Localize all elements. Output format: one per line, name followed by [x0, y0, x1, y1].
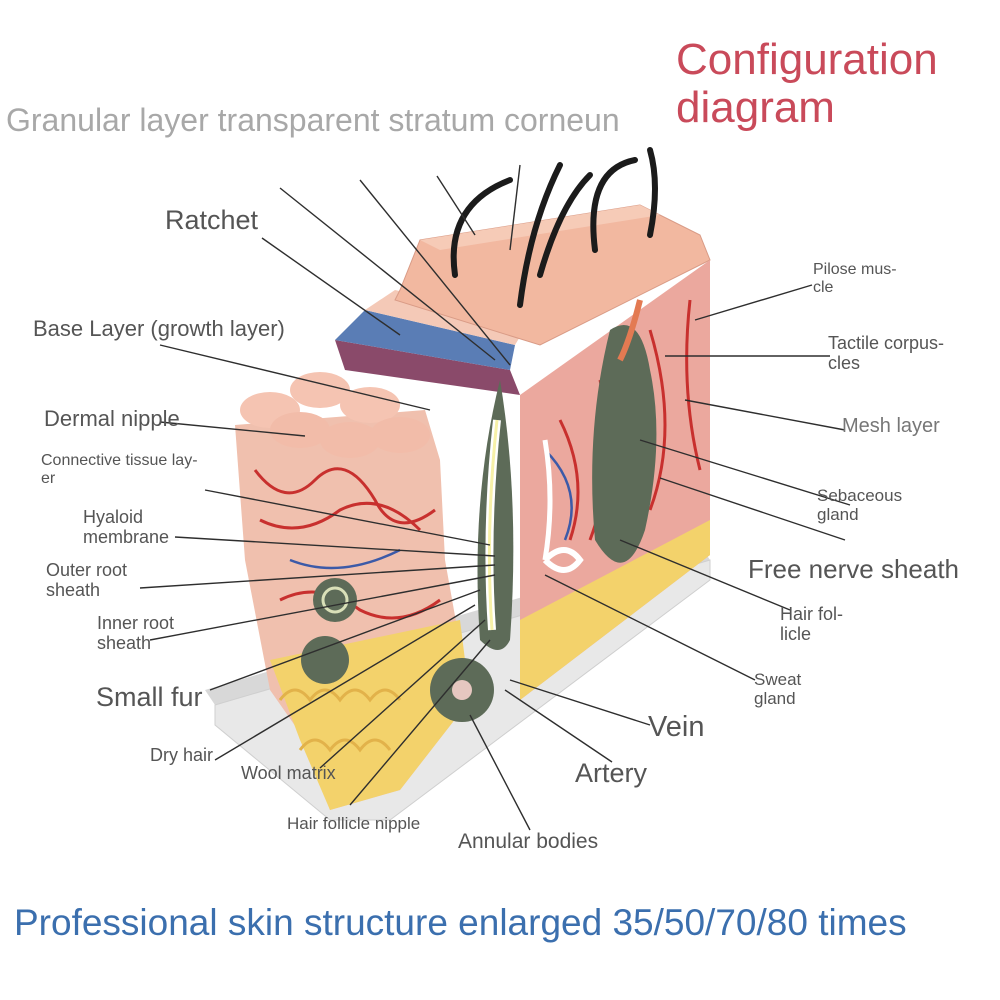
label-inner-root-sheath: Inner root sheath	[97, 613, 175, 654]
sweat-gland-coil	[542, 439, 584, 573]
label-annular-bodies: Annular bodies	[458, 830, 599, 853]
diagram-title: Configuration diagram	[676, 35, 938, 132]
label-hyaloid-membrane: Hyaloid membrane	[83, 507, 170, 548]
label-pilose-muscle: Pilose mus- cle	[813, 261, 897, 296]
cross-sections	[301, 578, 494, 722]
label-artery: Artery	[575, 758, 648, 788]
label-hair-follicle-nipple: Hair follicle nipple	[287, 814, 421, 833]
label-vein: Vein	[648, 711, 705, 743]
label-base-layer: Base Layer (growth layer)	[33, 316, 285, 341]
leader-lines	[139, 164, 851, 831]
label-dermal-nipple: Dermal nipple	[44, 406, 180, 431]
footer-caption: Professional skin structure enlarged 35/…	[14, 902, 907, 943]
label-hair-follicle: Hair fol- licle	[780, 604, 844, 645]
label-wool-matrix: Wool matrix	[241, 763, 336, 783]
label-small-fur: Small fur	[96, 682, 203, 712]
label-connective-tissue: Connective tissue lay- er	[41, 452, 198, 487]
follicle-main	[477, 380, 514, 650]
dermal-papillae	[240, 372, 430, 458]
label-mesh-layer: Mesh layer	[842, 415, 940, 437]
label-tactile-corpuscles: Tactile corpus- cles	[828, 333, 945, 374]
label-free-nerve-sheath: Free nerve sheath	[748, 554, 960, 584]
label-dry-hair: Dry hair	[150, 745, 214, 765]
gland-right	[592, 299, 657, 563]
top-caption: Granular layer transparent stratum corne…	[6, 102, 620, 138]
label-ratchet: Ratchet	[165, 205, 259, 235]
label-outer-root-sheath: Outer root sheath	[46, 560, 128, 601]
label-sebaceous-gland: Sebaceous gland	[817, 486, 903, 525]
label-sweat-gland: Sweat gland	[754, 670, 802, 709]
